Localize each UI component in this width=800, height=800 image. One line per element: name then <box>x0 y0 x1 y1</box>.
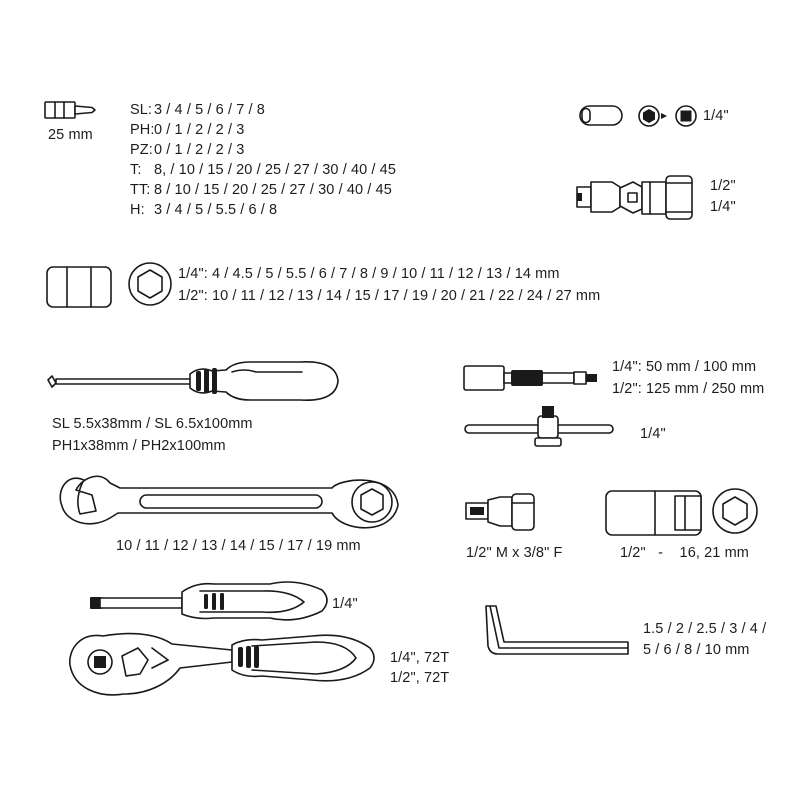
sockets-half-label: 1/2": 10 / 11 / 12 / 13 / 14 / 15 / 17 /… <box>178 288 601 304</box>
extension-label-2: 1/2": 125 mm / 250 mm <box>612 381 765 397</box>
sockets-quarter-label: 1/4": 4 / 4.5 / 5 / 5.5 / 6 / 7 / 8 / 9 … <box>178 266 560 282</box>
bit-adapter-icon <box>579 105 697 127</box>
spinner-handle-icon <box>90 581 328 621</box>
bit-row-ph: PH:0 / 1 / 2 / 2 / 3 <box>130 122 245 138</box>
socket-icon <box>46 262 172 308</box>
bit-row-h: H:3 / 4 / 5 / 5.5 / 6 / 8 <box>130 202 278 218</box>
extension-bar-icon <box>463 365 597 391</box>
bit-row-pz: PZ:0 / 1 / 2 / 2 / 3 <box>130 142 245 158</box>
ratchet-label-1: 1/4", 72T <box>390 650 450 666</box>
bit-length-label: 25 mm <box>48 127 93 143</box>
wrench-sizes-label: 10 / 11 / 12 / 13 / 14 / 15 / 17 / 19 mm <box>116 538 361 554</box>
hex-key-icon <box>485 605 629 655</box>
universal-joint-size-a: 1/2" <box>710 178 736 194</box>
extension-label-1: 1/4": 50 mm / 100 mm <box>612 359 757 375</box>
t-bar-label: 1/4" <box>640 426 666 442</box>
hex-key-label-1: 1.5 / 2 / 2.5 / 3 / 4 / <box>643 621 767 637</box>
bit-row-sl: SL:3 / 4 / 5 / 6 / 7 / 8 <box>130 102 265 118</box>
universal-joint-size-b: 1/4" <box>710 199 736 215</box>
deep-socket-icon <box>605 488 758 536</box>
universal-joint-icon <box>576 175 693 220</box>
socket-adapter-icon <box>465 493 535 531</box>
t-bar-icon <box>464 406 614 447</box>
screwdriver-icon <box>47 361 339 401</box>
bit-row-t: T:8, / 10 / 15 / 20 / 25 / 27 / 30 / 40 … <box>130 162 397 178</box>
spinner-label: 1/4" <box>332 596 358 612</box>
bit-row-tt: TT:8 / 10 / 15 / 20 / 25 / 27 / 30 / 40 … <box>130 182 392 198</box>
screwdriver-label-1: SL 5.5x38mm / SL 6.5x100mm <box>52 416 253 432</box>
adapter-label: 1/2" M x 3/8" F <box>466 545 563 561</box>
bit-icon <box>44 101 96 119</box>
ratchet-icon <box>69 632 375 696</box>
combination-wrench-icon <box>59 475 399 529</box>
deep-socket-label: 1/2" - 16, 21 mm <box>620 545 749 561</box>
bit-adapter-label: 1/4" <box>703 108 729 124</box>
bit-size-list: SL:3 / 4 / 5 / 6 / 7 / 8 PH:0 / 1 / 2 / … <box>130 100 396 220</box>
hex-key-label-2: 5 / 6 / 8 / 10 mm <box>643 642 750 658</box>
ratchet-label-2: 1/2", 72T <box>390 670 450 686</box>
screwdriver-label-2: PH1x38mm / PH2x100mm <box>52 438 226 454</box>
